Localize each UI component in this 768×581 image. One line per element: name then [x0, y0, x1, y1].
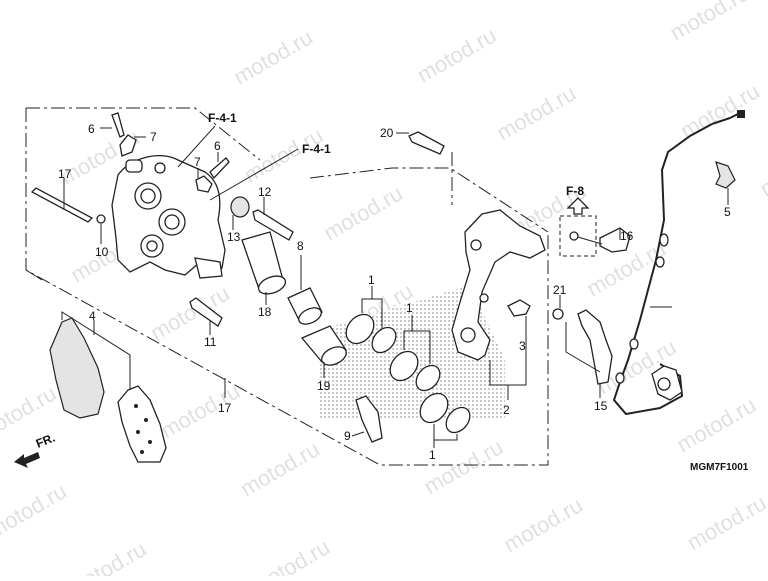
pad-pin	[30, 178, 94, 223]
callout-20: 20	[380, 126, 394, 140]
callout-17a: 18	[258, 305, 272, 319]
slide-pin	[189, 297, 223, 327]
flange-nut	[552, 308, 564, 320]
pad-spring	[355, 395, 383, 443]
assembly-outline	[25, 107, 549, 466]
watermark-text: motod.ru	[676, 78, 764, 143]
callout-15: 15	[594, 399, 608, 413]
watermark-text: motod.ru	[63, 536, 151, 576]
callout-18: 17	[58, 167, 72, 181]
callout-21: 21	[553, 283, 567, 297]
watermark-text: motod.ru	[413, 22, 501, 87]
watermark-text: motod.ru	[319, 180, 407, 245]
watermark-text: motod.ru	[666, 0, 754, 45]
watermark-text: motod.ru	[492, 80, 580, 145]
watermark-text: motod.ru	[246, 534, 334, 576]
arrow-up-icon	[566, 197, 590, 215]
bleeder-cap-a	[119, 134, 137, 157]
callout-12: 12	[258, 185, 272, 199]
watermark-text: motod.ru	[420, 434, 508, 499]
watermark-text: motod.ru	[0, 478, 71, 543]
piston-seal-set-middle	[389, 330, 441, 392]
piston-seal-set-top	[345, 298, 397, 354]
watermark-text: motod.ru	[683, 490, 768, 555]
callout-6b: 6	[214, 139, 221, 153]
callout-8: 8	[297, 239, 304, 253]
caliper-bracket	[451, 209, 546, 400]
callout-1b: 1	[406, 301, 413, 315]
clip	[715, 161, 736, 189]
fr-label: FR.	[34, 431, 57, 451]
callout-7a: 7	[150, 130, 157, 144]
watermark-text: motod.ru	[236, 436, 324, 501]
bleeder-cap-b	[195, 175, 213, 193]
brake-pads	[49, 311, 167, 463]
boot	[230, 196, 250, 218]
watermark-text: motod.ru	[756, 136, 768, 201]
flange-bolt	[408, 131, 445, 155]
o-ring	[96, 214, 106, 224]
piston-seal-set-bottom	[419, 392, 471, 441]
watermark-text: motod.ru	[672, 392, 760, 457]
piston-a	[241, 231, 287, 295]
connector-icon	[737, 110, 745, 118]
sensor-stay	[577, 309, 613, 385]
callout-11: 3	[519, 339, 526, 353]
piston-c	[300, 325, 347, 366]
callout-7b: 7	[194, 155, 201, 169]
diagram-code: MGM7F1001	[690, 462, 749, 473]
callout-14: 13	[227, 230, 241, 244]
arrow-left-icon	[14, 452, 40, 468]
watermark-text: motod.ru	[146, 280, 234, 345]
watermark-text: motod.ru	[499, 492, 587, 557]
watermark-text: motod.ru	[229, 24, 317, 89]
caliper-body	[111, 155, 226, 279]
callout-6a: 6	[88, 122, 95, 136]
pad-retainer	[507, 299, 531, 317]
callout-1c: 1	[429, 448, 436, 462]
callout-16: 16	[620, 229, 634, 243]
ref-f-8-group[interactable]: F-8	[559, 184, 597, 257]
callout-9: 9	[344, 429, 351, 443]
callout-3: 4	[89, 309, 96, 323]
front-direction-indicator: FR.	[14, 431, 57, 468]
callout-4: 5	[724, 205, 731, 219]
bleeder-screw-a	[111, 112, 125, 138]
callout-10: 10	[95, 245, 109, 259]
callout-1a: 1	[368, 273, 375, 287]
speed-sensor-cable	[612, 110, 745, 416]
pin-bolt	[252, 209, 294, 241]
callout-19: 17	[218, 401, 232, 415]
callout-13: 11	[204, 335, 217, 349]
ref-f-8[interactable]: F-8	[566, 184, 584, 198]
bleeder-screw-b	[209, 157, 230, 180]
callout-17b: 19	[317, 379, 331, 393]
ref-f-4-1-a[interactable]: F-4-1	[208, 111, 237, 125]
callout-2: 2	[503, 403, 510, 417]
piston-b	[287, 287, 323, 325]
ref-f-4-1-b[interactable]: F-4-1	[302, 142, 331, 156]
